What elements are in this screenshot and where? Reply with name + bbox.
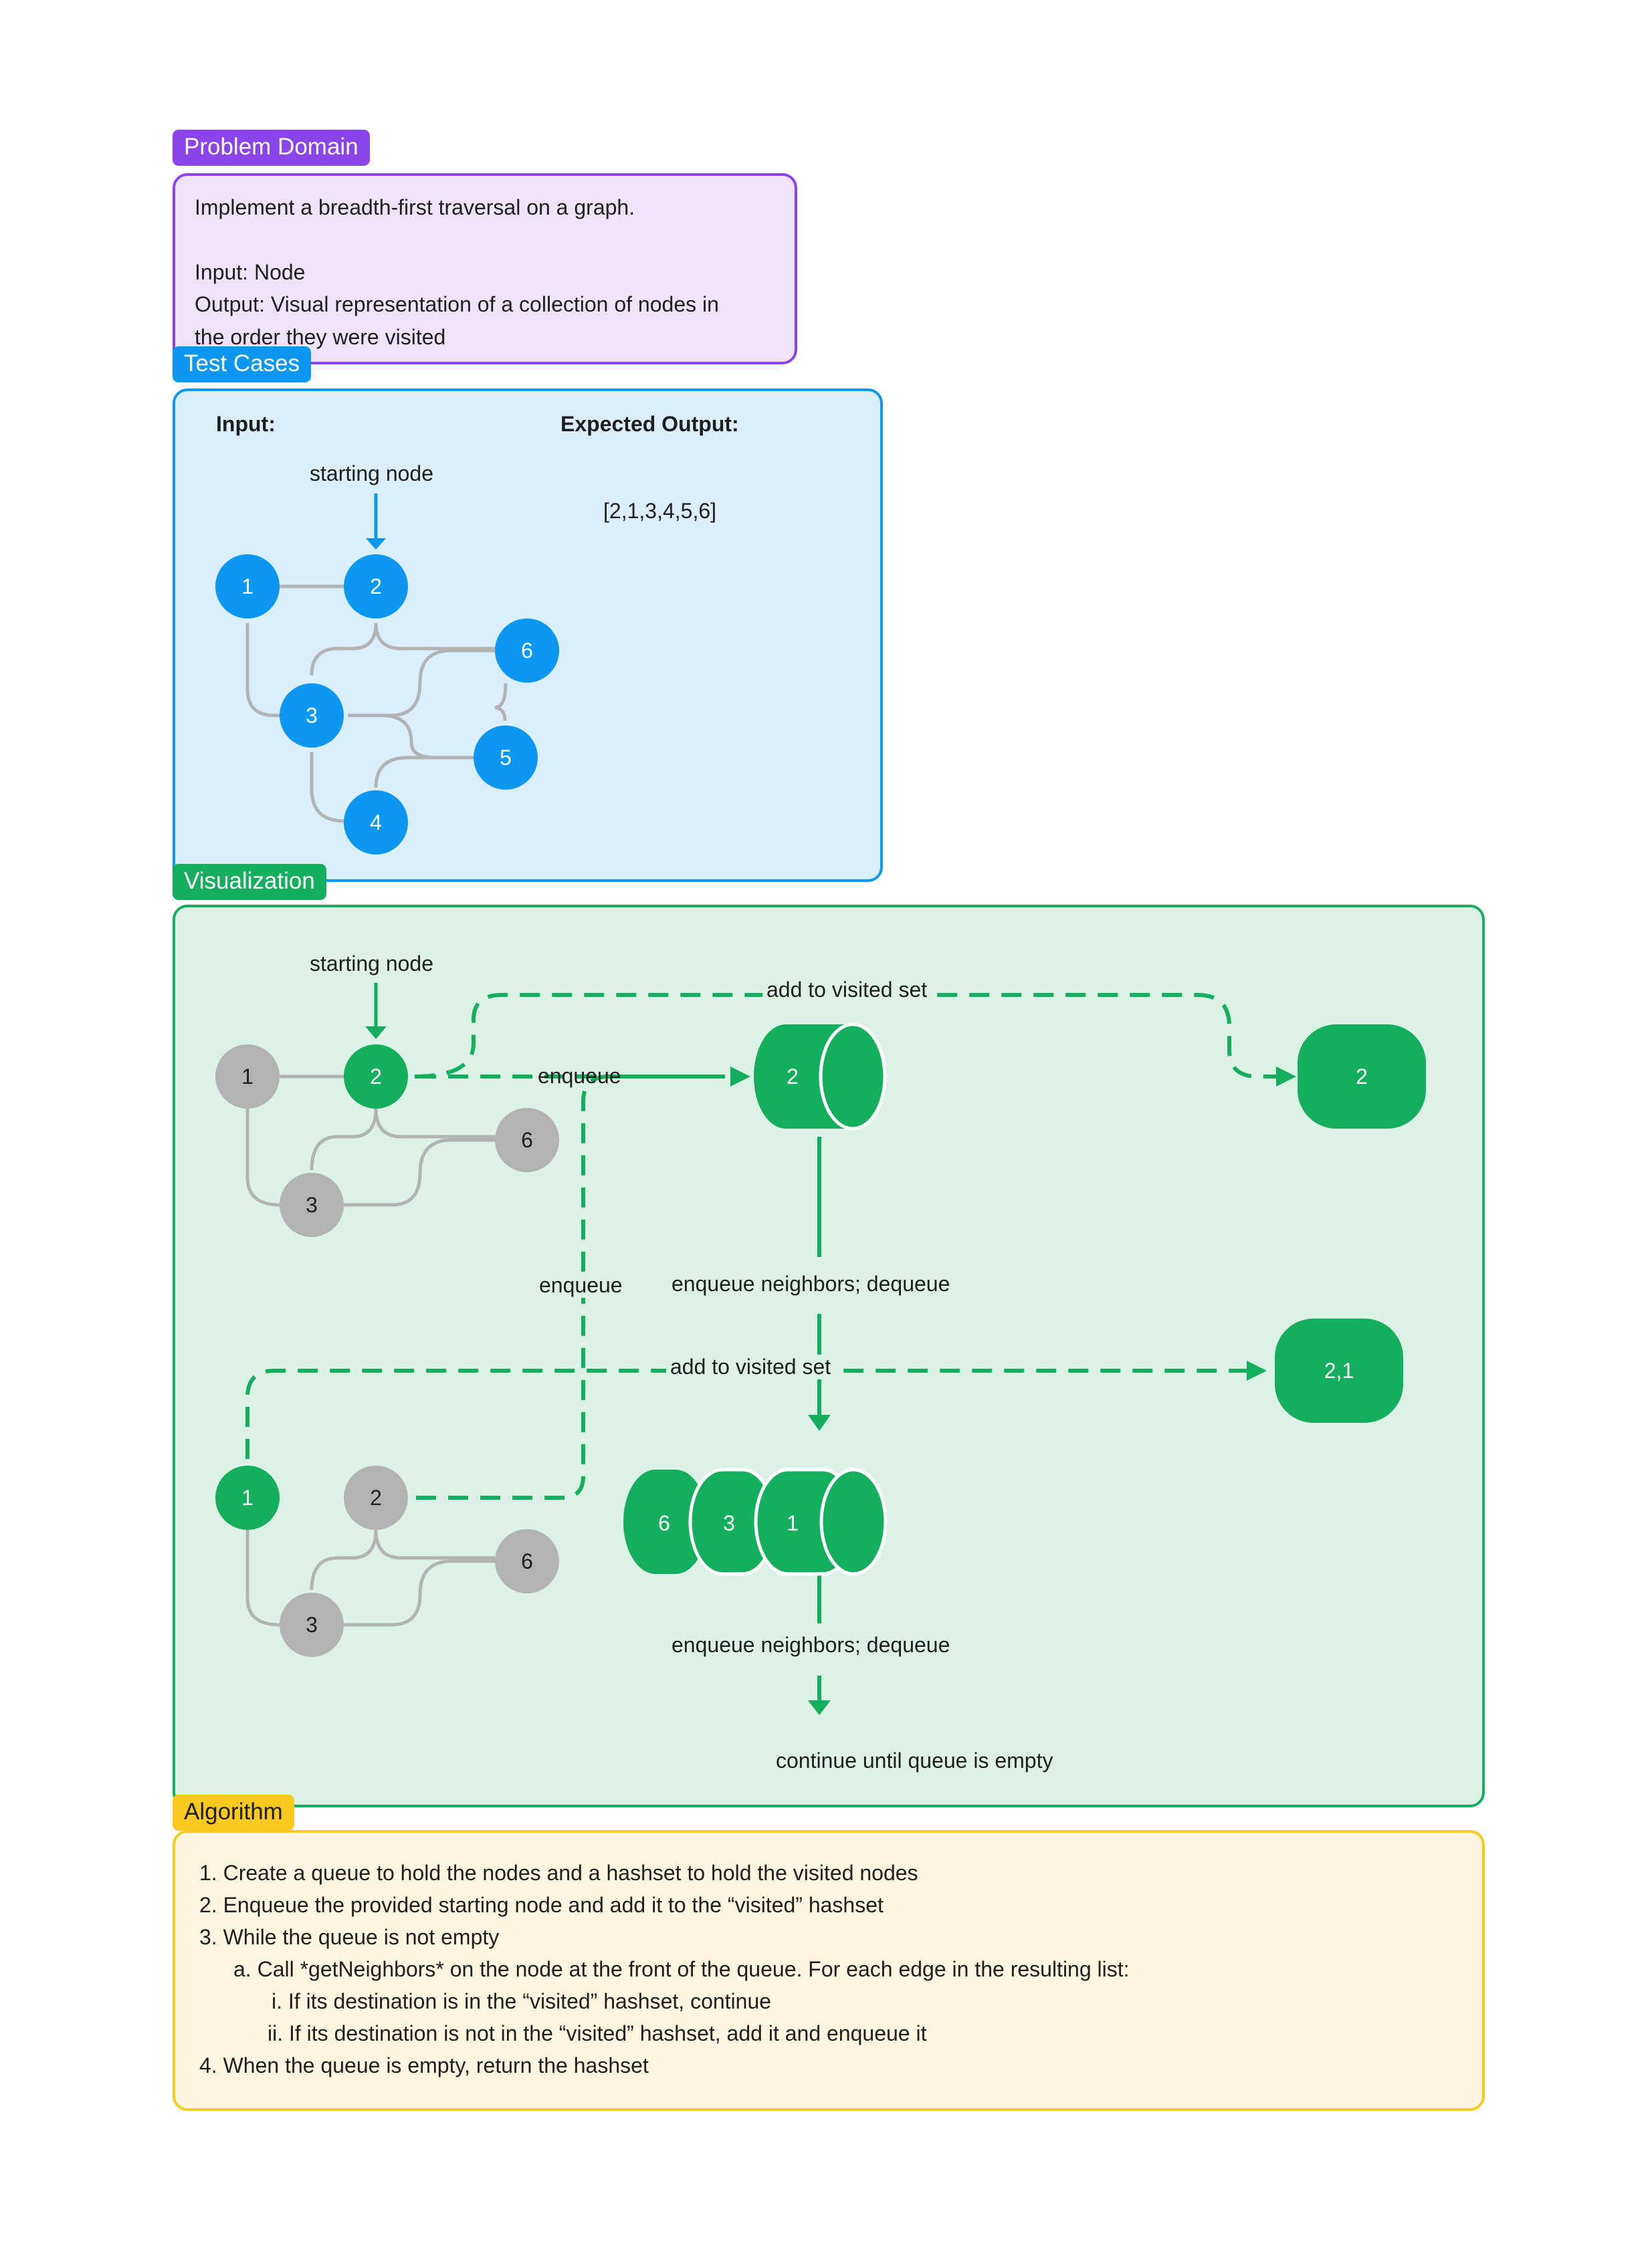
viz1-node-6 xyxy=(495,1108,559,1172)
viz1-node-2-label: 2 xyxy=(370,1064,382,1089)
viz1-node-3 xyxy=(280,1173,344,1237)
viz1-node-1 xyxy=(215,1044,280,1109)
queue2-cylinders xyxy=(623,1468,888,1576)
viz2-node-1-label: 1 xyxy=(241,1486,253,1510)
viz-start-arrowhead xyxy=(365,1026,387,1039)
queue2-item-6: 6 xyxy=(658,1511,670,1535)
algorithm-step-3a-ii: ii. If its destination is not in the “vi… xyxy=(268,2021,927,2045)
test-node-6 xyxy=(495,618,559,683)
viz1-node-6-label: 6 xyxy=(521,1128,533,1152)
add-visited-label-2: add to visited set xyxy=(666,1355,835,1379)
expected-output-label: Expected Output: xyxy=(560,412,739,436)
queue1-cylinder xyxy=(754,1022,887,1131)
viz2-node-2-label: 2 xyxy=(370,1486,382,1510)
expected-output-value: [2,1,3,4,5,6] xyxy=(603,499,717,523)
test-node-3 xyxy=(280,683,344,748)
enqueue-label-1: enqueue xyxy=(538,1064,621,1088)
viz-graph2-nodes xyxy=(215,1466,559,1657)
viz1-node-2 xyxy=(344,1044,408,1109)
test-graph-nodes xyxy=(215,554,559,855)
flow-arrowhead-1 xyxy=(808,1415,831,1431)
visited-set-1 xyxy=(1298,1024,1426,1129)
viz-graph2-edges xyxy=(245,1529,495,1627)
viz2-node-3 xyxy=(280,1593,344,1657)
visited-set-1-label: 2 xyxy=(1356,1064,1368,1089)
test-node-6-label: 6 xyxy=(521,639,533,663)
algorithm-tag: Algorithm xyxy=(173,1795,294,1831)
test-node-5 xyxy=(474,725,538,790)
algorithm-step-1: 1. Create a queue to hold the nodes and … xyxy=(199,1861,918,1885)
test-start-arrowhead xyxy=(366,538,386,550)
enqueue-arrowhead xyxy=(730,1066,750,1087)
viz-graph1-nodes xyxy=(215,1044,559,1237)
queue2-item-3: 3 xyxy=(723,1511,735,1535)
flow-arrowhead-2 xyxy=(808,1700,831,1715)
add-visited-2-path xyxy=(245,1369,1249,1459)
visited-set-2 xyxy=(1275,1319,1403,1423)
enqueue-2-path xyxy=(416,1074,722,1500)
algorithm-step-2: 2. Enqueue the provided starting node an… xyxy=(199,1893,884,1917)
problem-input: Input: Node xyxy=(195,260,306,284)
visited-set-2-label: 2,1 xyxy=(1324,1359,1354,1383)
add-visited-label-1: add to visited set xyxy=(762,978,932,1002)
queue1-item-label: 2 xyxy=(787,1064,799,1089)
test-node-2 xyxy=(344,554,408,618)
queue2-item-1: 1 xyxy=(787,1511,799,1535)
add-visited-1-path xyxy=(414,993,1279,1079)
viz2-node-1 xyxy=(215,1466,280,1530)
algorithm-step-4: 4. When the queue is empty, return the h… xyxy=(199,2053,649,2077)
test-starting-node-label: starting node xyxy=(310,461,434,485)
problem-output-line1: Output: Visual representation of a colle… xyxy=(195,292,719,316)
viz2-node-6 xyxy=(495,1529,559,1593)
enqueue-neighbors-label-2: enqueue neighbors; dequeue xyxy=(672,1633,950,1657)
viz2-node-3-label: 3 xyxy=(306,1613,318,1637)
algorithm-step-3: 3. While the queue is not empty xyxy=(199,1925,500,1949)
viz-starting-node-label: starting node xyxy=(310,951,434,976)
test-node-1 xyxy=(215,554,280,618)
test-node-1-label: 1 xyxy=(241,574,253,598)
viz2-node-2 xyxy=(344,1466,408,1530)
algorithm-step-3a: a. Call *getNeighbors* on the node at th… xyxy=(233,1957,1130,1981)
algorithm-step-3a-i: i. If its destination is in the “visited… xyxy=(272,1989,772,2013)
visualization-tag: Visualization xyxy=(173,864,326,900)
enqueue-label-2: enqueue xyxy=(538,1273,624,1298)
test-node-4 xyxy=(344,790,408,855)
algorithm-box xyxy=(173,1830,1485,2111)
viz-graph1-edges xyxy=(245,1074,495,1207)
problem-domain-box xyxy=(173,173,797,364)
enqueue-neighbors-label-1: enqueue neighbors; dequeue xyxy=(672,1272,950,1296)
viz1-node-3-label: 3 xyxy=(306,1193,318,1217)
dashed-connectors xyxy=(245,993,1279,1500)
test-cases-tag: Test Cases xyxy=(173,346,312,382)
visited2-arrowhead xyxy=(1247,1361,1267,1381)
test-node-2-label: 2 xyxy=(370,574,382,598)
test-node-4-label: 4 xyxy=(370,810,382,834)
viz1-node-1-label: 1 xyxy=(241,1064,253,1089)
visited1-arrowhead xyxy=(1276,1066,1296,1087)
continue-label: continue until queue is empty xyxy=(776,1748,1053,1773)
test-node-5-label: 5 xyxy=(500,746,512,770)
viz2-node-6-label: 6 xyxy=(521,1549,533,1573)
problem-statement: Implement a breadth-first traversal on a… xyxy=(195,195,635,219)
problem-output-line2: the order they were visited xyxy=(195,325,446,349)
test-node-3-label: 3 xyxy=(306,703,318,727)
input-label: Input: xyxy=(216,412,276,436)
problem-domain-tag: Problem Domain xyxy=(173,130,370,166)
